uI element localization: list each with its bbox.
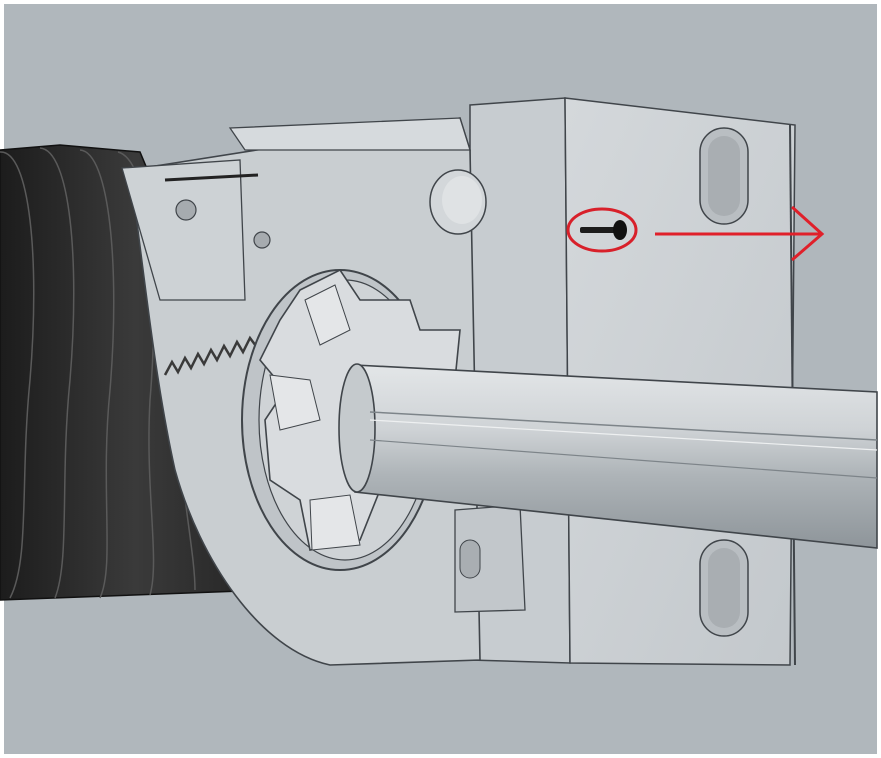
right-arrow-icon (655, 205, 825, 262)
shaft (338, 363, 878, 549)
bolt (580, 220, 627, 240)
red-circle-icon (566, 207, 638, 253)
